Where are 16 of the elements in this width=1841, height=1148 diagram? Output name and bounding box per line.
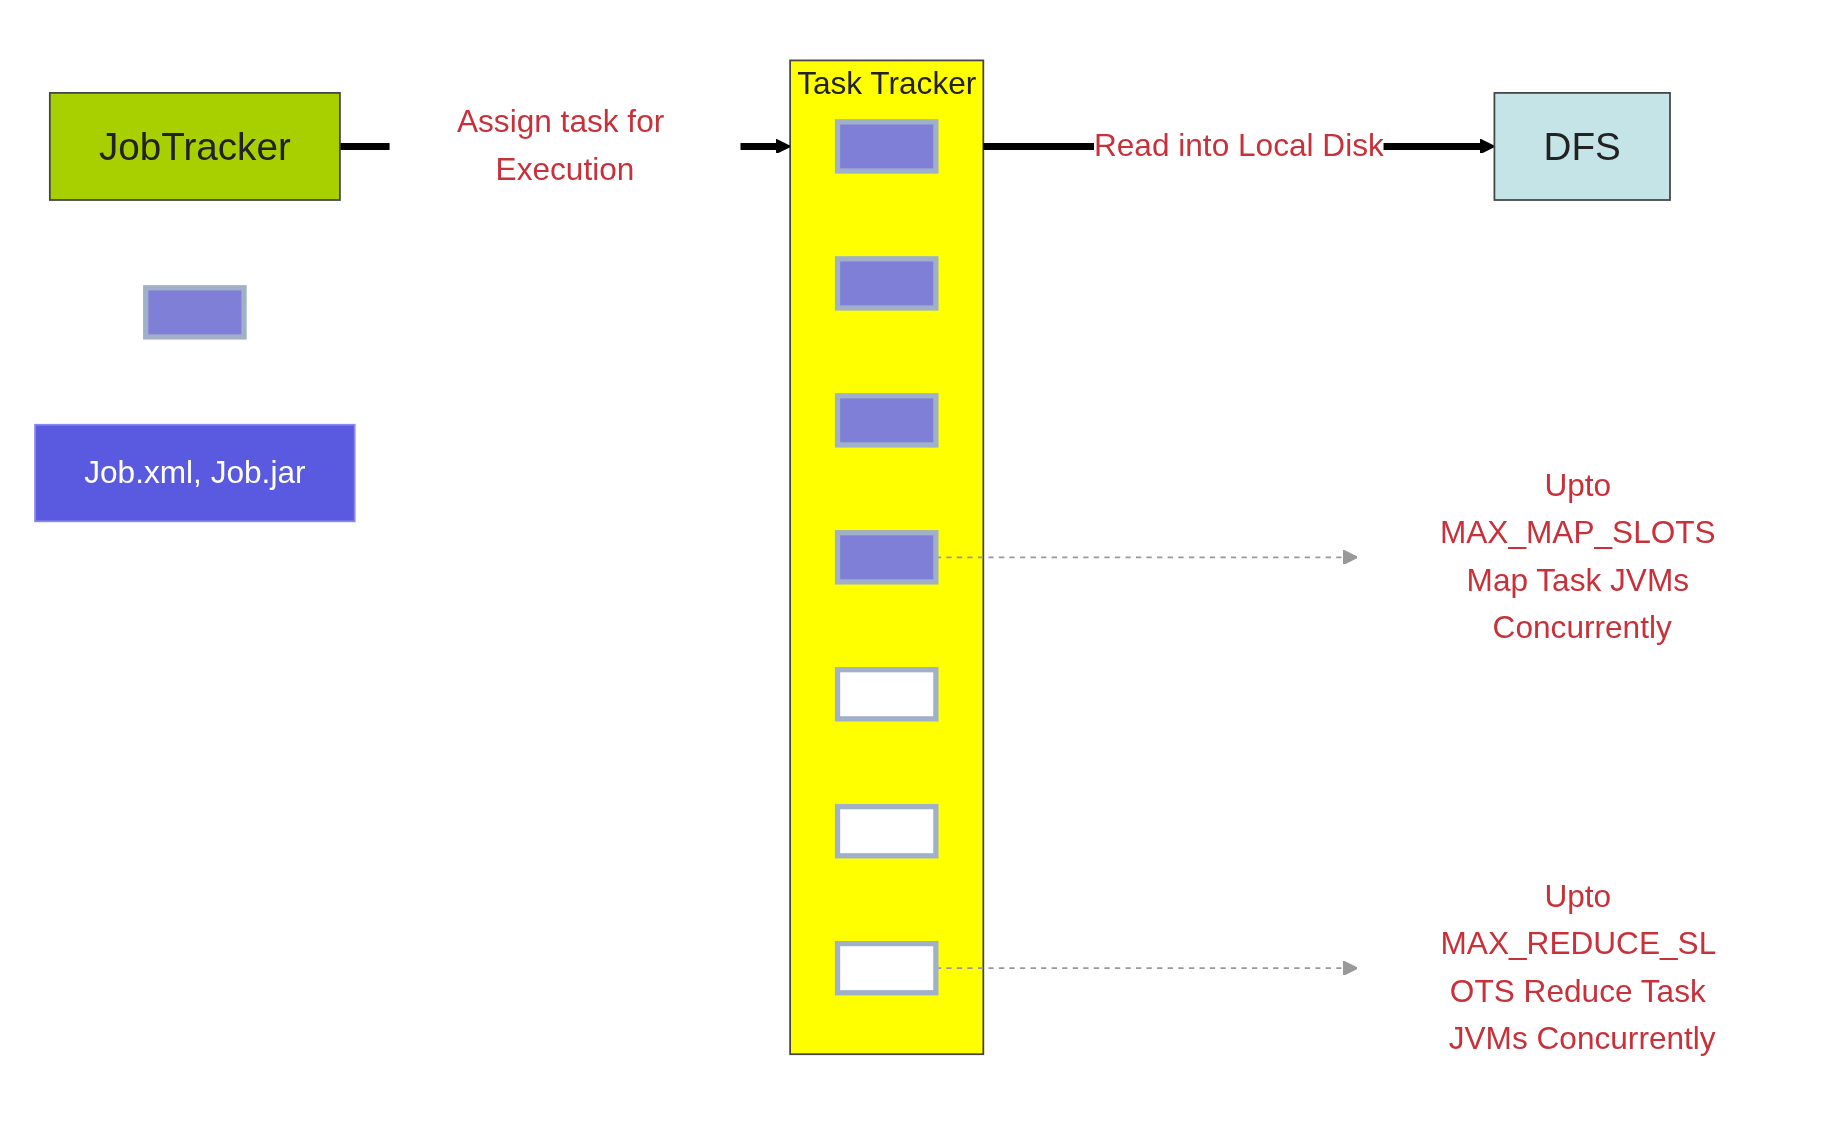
- node-box: JobTracker: [48, 92, 341, 201]
- edge-label: Read into Local Disk: [1093, 128, 1384, 164]
- node-box: [834, 393, 938, 448]
- node-box: [834, 940, 938, 996]
- node-box: DFS: [1493, 92, 1671, 201]
- node-box: [834, 530, 938, 585]
- cluster: Task Tracker: [788, 59, 984, 1056]
- node-box: [142, 285, 247, 340]
- node-box: [834, 256, 938, 311]
- node-box: [834, 667, 938, 722]
- edge-label: Assign task for Execution: [456, 104, 664, 187]
- node-box: Job.xml, Job.jar: [33, 423, 356, 523]
- node-box: [834, 119, 938, 174]
- node-box: [834, 804, 938, 859]
- node-text: Upto MAX_MAP_SLOTS Map Task JVMs Concurrently: [1439, 467, 1716, 646]
- node-text: Upto MAX_REDUCE_SL OTS Reduce Task JVMs Concurrently: [1440, 878, 1716, 1056]
